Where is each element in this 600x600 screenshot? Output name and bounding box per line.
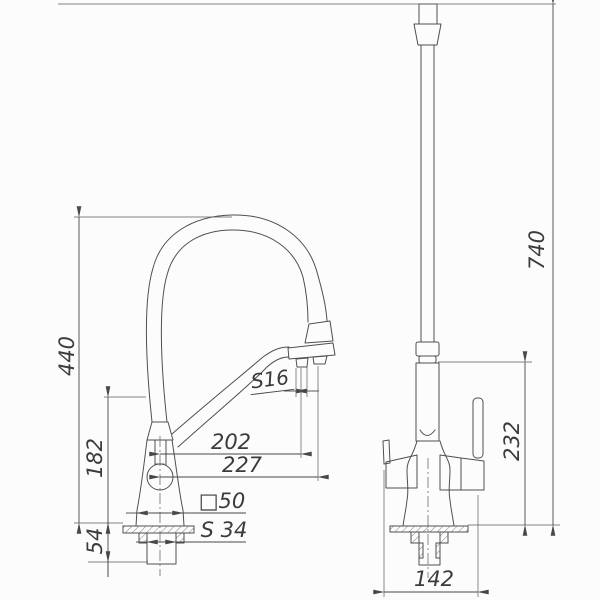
hose-cone <box>146 421 174 441</box>
body-left-side <box>135 439 148 527</box>
dimension-under-counter: 54 <box>83 523 148 577</box>
dim-label-182: 182 <box>83 438 107 478</box>
body-right-side <box>171 439 185 527</box>
left-valve-arm <box>385 454 418 489</box>
shank-wall-right <box>435 542 441 559</box>
riser-collar <box>418 355 437 364</box>
spout-tip-cone <box>413 23 442 46</box>
column-bottom-curve <box>419 429 436 436</box>
dimension-shank-s34: S 34 <box>136 518 248 545</box>
leader-underline-s16 <box>250 388 295 396</box>
spout-arm-bottom <box>177 356 290 448</box>
dimension-reach-227: 227 <box>149 366 329 481</box>
dimension-overall-width: 142 <box>373 470 489 597</box>
dimension-column-height: 232 <box>438 351 532 536</box>
hose-connector <box>304 320 334 344</box>
locknut-left <box>138 532 148 544</box>
column <box>415 362 440 442</box>
dimension-reach-202: 202 <box>149 368 312 458</box>
dimension-aerator-s16: S16 <box>250 365 319 397</box>
dimension-overall-height: 740 <box>58 0 560 536</box>
dim-label-202: 202 <box>211 430 251 454</box>
hose-inner-curve <box>160 229 309 423</box>
left-lever <box>382 439 391 465</box>
spout-arm-top <box>171 346 290 435</box>
dim-label-s34: S 34 <box>201 518 248 542</box>
spout-tip <box>418 3 438 25</box>
escutcheon-plate-front <box>389 525 469 533</box>
dimension-spout-height: 440 <box>55 206 232 534</box>
dimension-body-square-50: □50 <box>126 489 246 516</box>
dimension-body-height: 182 <box>83 386 146 534</box>
spout-head <box>287 342 336 360</box>
shank-wall-left <box>418 542 424 559</box>
right-valve-arm <box>439 454 485 491</box>
riser-nut <box>415 341 440 357</box>
dim-label-142: 142 <box>414 567 454 591</box>
dim-label-440: 440 <box>55 336 79 376</box>
dim-label-740: 740 <box>525 230 549 270</box>
second-outlet <box>312 355 328 365</box>
side-view <box>122 214 336 576</box>
locknut-front-right <box>439 531 449 544</box>
body-silhouette <box>402 440 455 527</box>
hose-outer-curve <box>146 214 328 423</box>
dim-label-s16: S16 <box>250 365 291 393</box>
threaded-shank <box>146 532 177 565</box>
aerator-outlet <box>295 357 309 368</box>
front-view <box>382 3 485 578</box>
locknut-front-left <box>410 531 420 544</box>
dim-label-54: 54 <box>83 528 107 555</box>
escutcheon-plate <box>122 525 195 534</box>
dim-label-227: 227 <box>222 453 263 477</box>
locknut-right <box>175 532 185 544</box>
dim-label-232: 232 <box>500 421 524 461</box>
dim-label-50: □50 <box>199 489 246 513</box>
right-handle-lever <box>472 397 484 459</box>
